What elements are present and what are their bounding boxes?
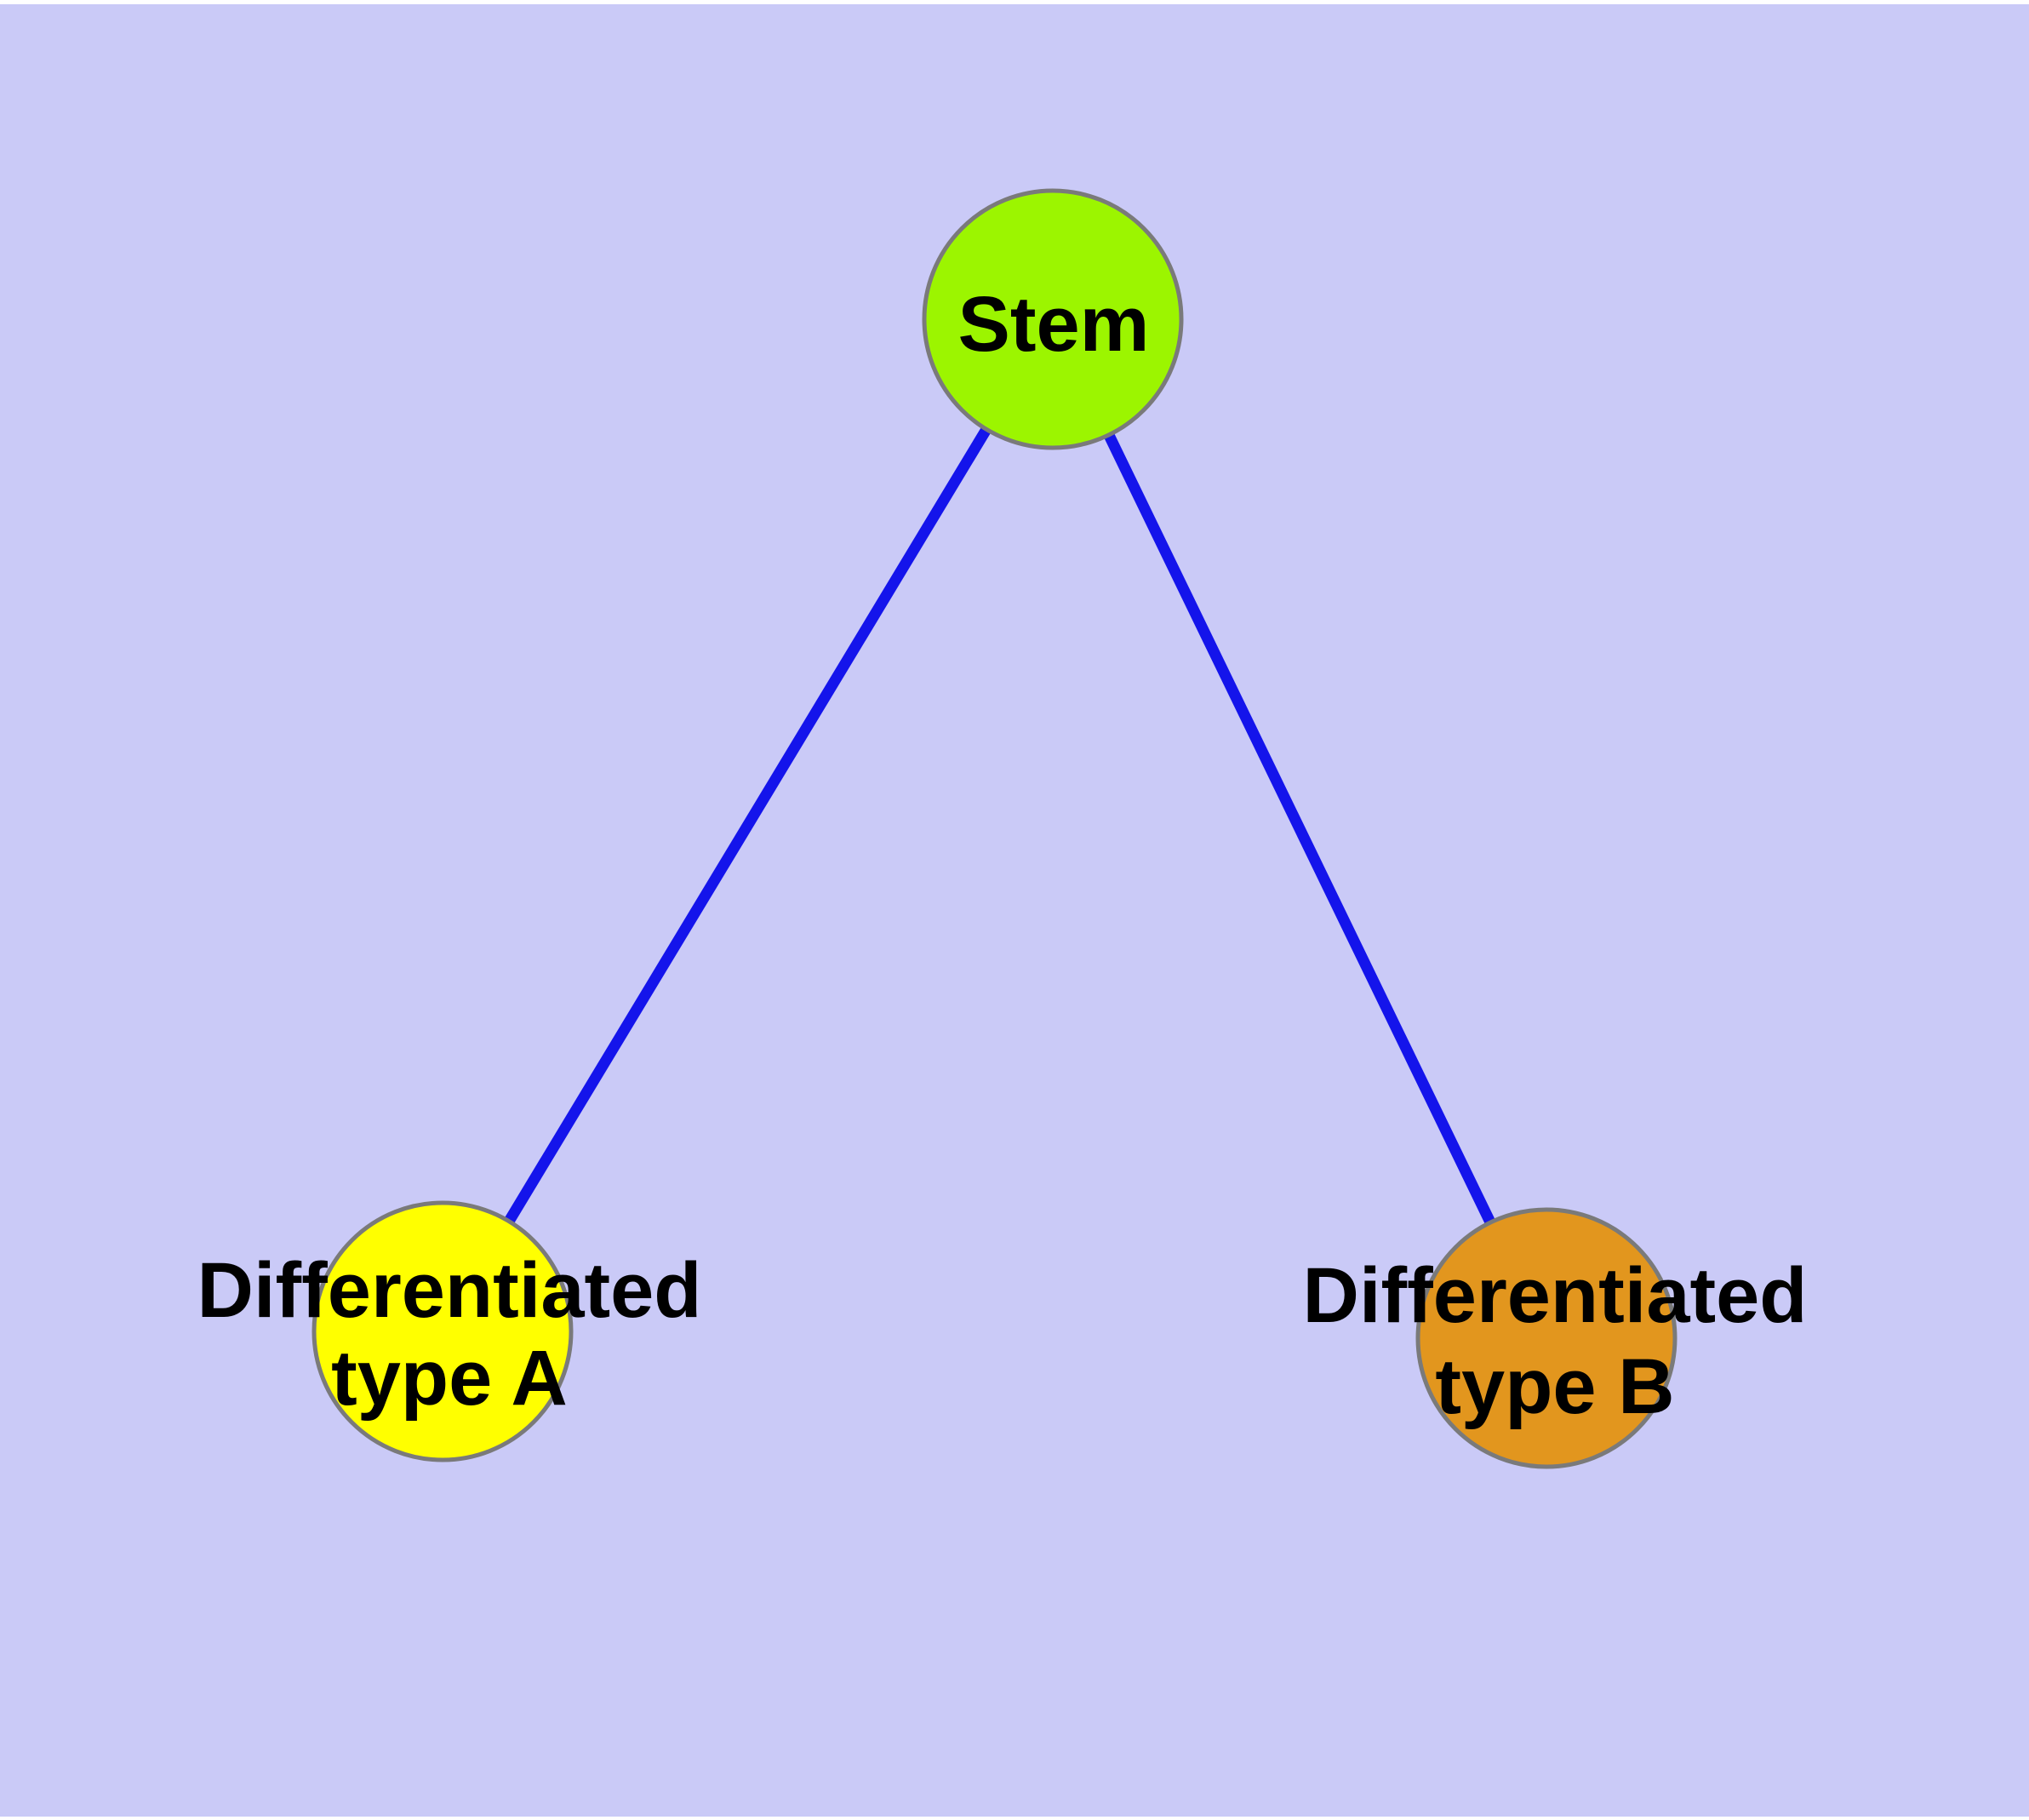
- type-a-node-label-line-1: Differentiated: [197, 1247, 702, 1334]
- stem-node-circle: [922, 188, 1184, 450]
- type-a-node-circle: [311, 1200, 574, 1462]
- type-b-node-circle: [1415, 1207, 1677, 1469]
- type-a-node-label-line-2: type A: [331, 1335, 568, 1422]
- stem-node-label: Stem: [958, 281, 1150, 368]
- type-b-node-label-line-1: Differentiated: [1303, 1252, 1808, 1339]
- edge-stem-to-type-a: [437, 316, 1058, 1335]
- edge-stem-to-type-b: [1048, 317, 1552, 1341]
- type-b-node-label-line-2: type B: [1435, 1343, 1674, 1430]
